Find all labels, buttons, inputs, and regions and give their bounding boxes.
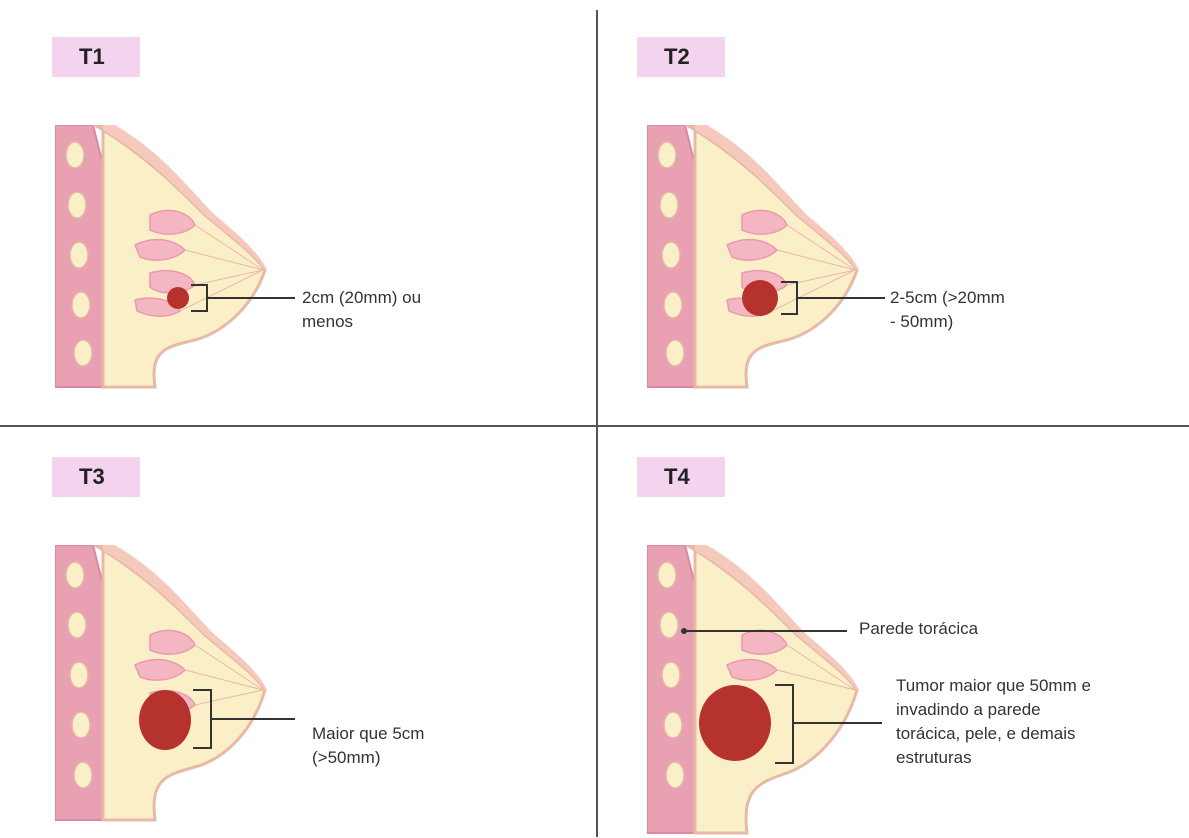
breast-illustration xyxy=(55,545,535,825)
panel-t1: T1 2cm (20mm) ou menos xyxy=(0,0,594,418)
tumor xyxy=(742,280,778,316)
panel-t4: T4 Parede torácica Tumor maior que 50mm … xyxy=(597,420,1189,838)
stage-badge: T1 xyxy=(52,37,140,77)
chest-wall-label: Parede torácica xyxy=(859,617,1059,641)
panel-t3: T3 Maior que 5cm (>50mm) xyxy=(0,420,594,838)
stage-badge: T3 xyxy=(52,457,140,497)
breast-illustration xyxy=(55,125,535,395)
size-label: 2cm (20mm) ou menos xyxy=(302,286,522,334)
panel-t2: T2 2-5cm (>20mm - 50mm) xyxy=(597,0,1189,418)
size-label: 2-5cm (>20mm - 50mm) xyxy=(890,286,1110,334)
breast-illustration xyxy=(647,125,1127,395)
stage-badge: T4 xyxy=(637,457,725,497)
tumor xyxy=(139,690,191,750)
tumor xyxy=(699,685,771,761)
tumor xyxy=(167,287,189,309)
size-label: Maior que 5cm (>50mm) xyxy=(312,722,532,770)
stage-badge: T2 xyxy=(637,37,725,77)
size-label: Tumor maior que 50mm e invadindo a pared… xyxy=(896,674,1136,770)
